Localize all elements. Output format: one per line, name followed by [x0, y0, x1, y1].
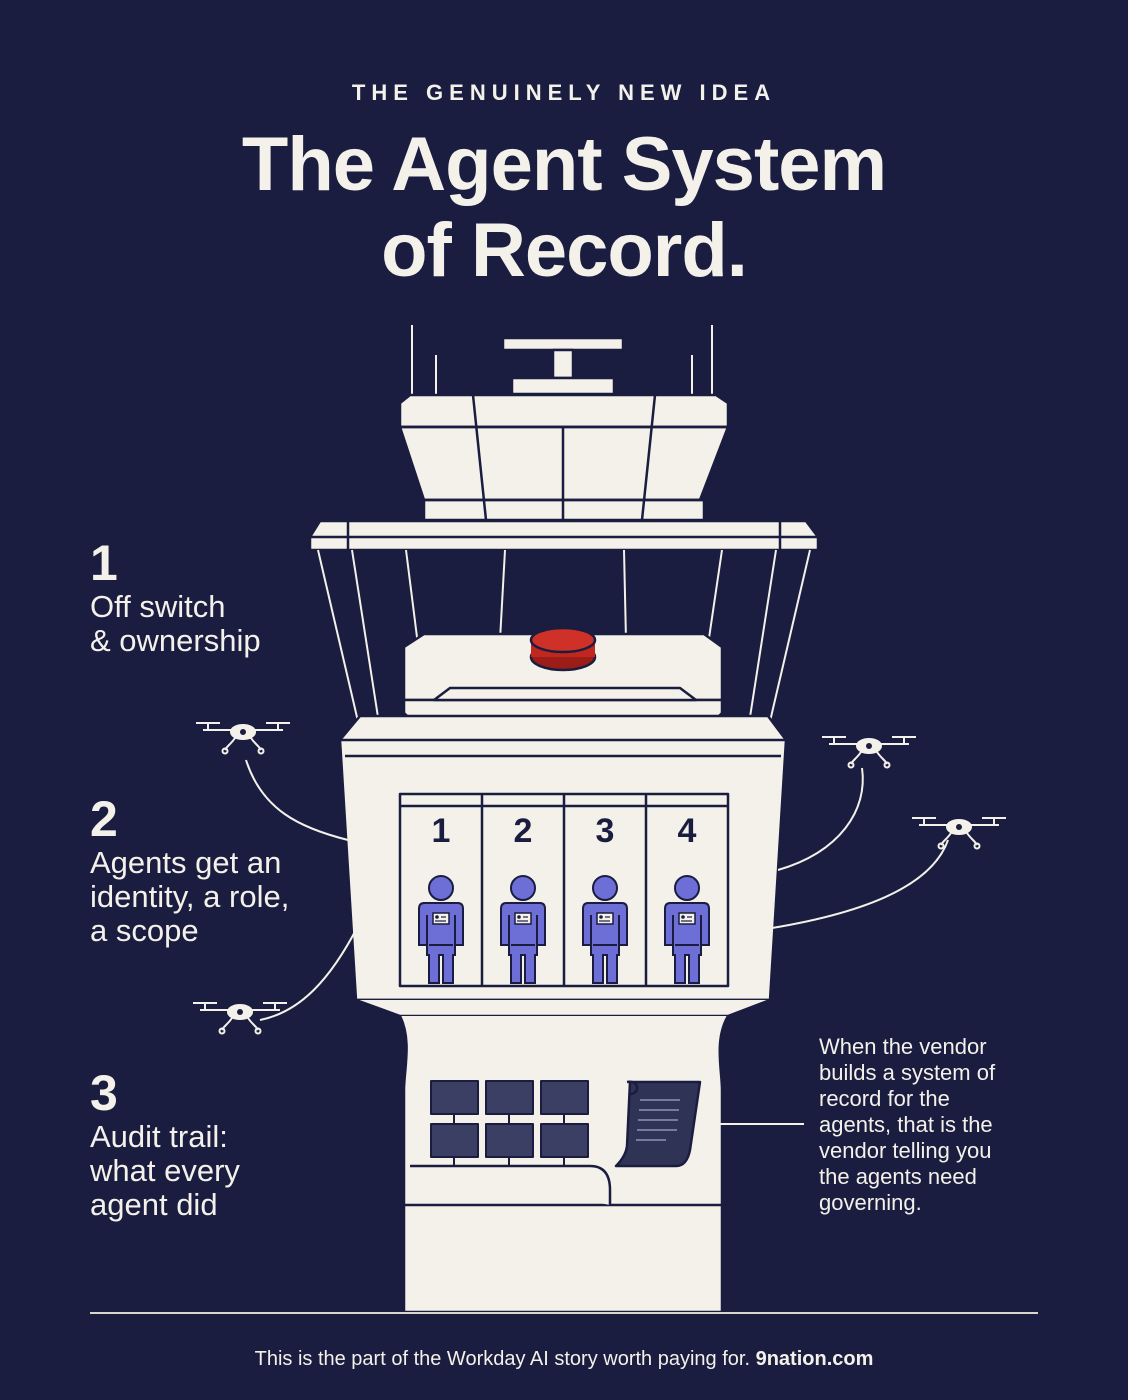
kicker: THE GENUINELY NEW IDEA	[351, 80, 777, 105]
point-number: 1	[90, 535, 118, 591]
point-number: 3	[90, 1065, 118, 1121]
observation-platform	[308, 519, 820, 552]
point-3: 3 Audit trail: what every agent did	[90, 1066, 240, 1222]
drone-icon	[192, 1002, 288, 1035]
support-cables	[317, 549, 811, 731]
note-line: governing.	[819, 1190, 922, 1215]
note-line: builds a system of	[819, 1060, 996, 1085]
point-text-line: Off switch	[90, 589, 226, 624]
drone-icon	[911, 817, 1007, 850]
point-text-line: identity, a role,	[90, 879, 290, 914]
bay-number-1: 1	[432, 812, 451, 850]
point-text-line: what every	[90, 1153, 240, 1188]
note-line: record for the	[819, 1086, 950, 1111]
note-line: When the vendor	[819, 1034, 987, 1059]
point-text-line: agent did	[90, 1187, 218, 1222]
side-note: When the vendor builds a system of recor…	[819, 1034, 1049, 1216]
bay-number-4: 4	[678, 812, 697, 850]
point-text-line: & ownership	[90, 623, 261, 658]
note-line: the agents need	[819, 1164, 977, 1189]
off-switch-button	[529, 626, 597, 672]
antennas	[411, 325, 713, 395]
title-line-2: of Record.	[381, 208, 748, 293]
footer-brand-link[interactable]: 9nation.com	[755, 1348, 874, 1370]
point-2: 2 Agents get an identity, a role, a scop…	[90, 792, 289, 948]
monitor-bank	[430, 1080, 589, 1166]
note-line: vendor telling you	[819, 1138, 992, 1163]
page-title: The Agent System of Record.	[0, 122, 1128, 294]
point-text-line: Agents get an	[90, 845, 282, 880]
point-number: 2	[90, 791, 118, 847]
footer-text: This is the part of the Workday AI story…	[254, 1348, 751, 1370]
tower-cab	[398, 393, 730, 522]
note-line: agents, that is the	[819, 1112, 993, 1137]
bay-number-2: 2	[514, 812, 533, 850]
drone-icon	[821, 736, 917, 769]
tower-body	[338, 714, 788, 1314]
footer-divider	[90, 1312, 1038, 1314]
title-line-1: The Agent System	[241, 122, 887, 207]
footer: This is the part of the Workday AI story…	[0, 1348, 1128, 1371]
audit-scroll-icon	[614, 1080, 702, 1168]
drone-icon	[195, 722, 291, 755]
bay-number-3: 3	[596, 812, 615, 850]
point-1: 1 Off switch & ownership	[90, 536, 261, 658]
drone-tethers	[245, 759, 949, 1021]
radar-icon	[501, 336, 625, 396]
bay-numbers: 1 2 3 4	[432, 812, 697, 850]
point-text-line: a scope	[90, 913, 199, 948]
point-text-line: Audit trail:	[90, 1119, 228, 1154]
